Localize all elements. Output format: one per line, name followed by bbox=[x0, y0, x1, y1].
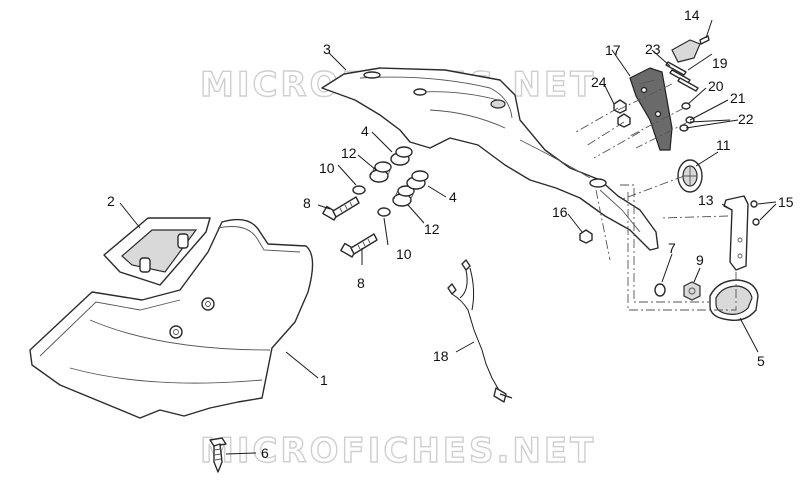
part-3-rear-fender bbox=[321, 67, 659, 251]
callout-23: 23 bbox=[645, 41, 661, 57]
washer-icon bbox=[654, 283, 666, 297]
callout-17: 17 bbox=[605, 42, 621, 58]
screw-icon bbox=[665, 61, 687, 76]
grommet-icon bbox=[390, 146, 413, 166]
grommet-icon bbox=[369, 161, 392, 183]
callout-8-lower: 8 bbox=[357, 275, 365, 291]
callout-12-upper: 12 bbox=[341, 145, 357, 161]
callout-24: 24 bbox=[591, 74, 607, 90]
callout-19: 19 bbox=[712, 55, 728, 71]
callout-20: 20 bbox=[708, 78, 724, 94]
part-11-round-reflector bbox=[677, 159, 703, 193]
screw-icon bbox=[322, 196, 360, 221]
callout-10-lower: 10 bbox=[396, 246, 412, 262]
watermark-bottom: MICROFICHES.NET bbox=[200, 431, 596, 471]
callout-13: 13 bbox=[698, 192, 714, 208]
callout-11: 11 bbox=[716, 137, 731, 153]
screw-icon bbox=[340, 233, 378, 258]
callout-4-lower: 4 bbox=[449, 189, 457, 205]
part-reflector bbox=[671, 39, 701, 63]
callout-21: 21 bbox=[730, 90, 746, 106]
assembly-lines bbox=[575, 83, 737, 311]
callout-10-upper: 10 bbox=[319, 160, 335, 176]
callout-1: 1 bbox=[320, 372, 328, 388]
part-1-undertray bbox=[29, 218, 314, 419]
callout-14: 14 bbox=[684, 7, 700, 23]
callout-7: 7 bbox=[668, 240, 676, 256]
screw-icon bbox=[677, 77, 699, 92]
washer-icon bbox=[377, 207, 391, 217]
callout-2: 2 bbox=[107, 193, 115, 209]
screw-icon bbox=[699, 35, 710, 45]
washer-icon bbox=[681, 102, 691, 110]
callout-5: 5 bbox=[757, 353, 765, 369]
callout-15: 15 bbox=[778, 194, 794, 210]
part-5-tail-light bbox=[709, 279, 759, 321]
grommet-icon bbox=[406, 170, 429, 190]
nut-icon bbox=[579, 229, 593, 244]
nut-icon bbox=[683, 281, 701, 301]
washer-icon bbox=[352, 185, 366, 195]
callout-labels: 3 2 1 6 4 4 10 10 8 8 12 12 17 24 23 19 … bbox=[107, 7, 794, 461]
grommet-icon bbox=[392, 185, 415, 207]
callout-3: 3 bbox=[323, 41, 331, 57]
callout-4-upper: 4 bbox=[361, 123, 369, 139]
callout-8-upper: 8 bbox=[303, 195, 311, 211]
callout-12-lower: 12 bbox=[424, 221, 440, 237]
screw-icon bbox=[209, 437, 227, 473]
screw-icon bbox=[752, 218, 760, 226]
part-17-light-bracket bbox=[629, 67, 673, 151]
screw-icon bbox=[750, 200, 758, 208]
nut-icon bbox=[613, 99, 627, 114]
callout-9: 9 bbox=[696, 252, 704, 268]
callout-6: 6 bbox=[261, 445, 269, 461]
leader-lines bbox=[119, 19, 777, 455]
callout-18: 18 bbox=[433, 348, 449, 364]
callout-22: 22 bbox=[738, 111, 754, 127]
part-18-wiring-harness bbox=[447, 259, 513, 403]
callout-16: 16 bbox=[552, 204, 568, 220]
part-2-plate-bracket bbox=[103, 217, 211, 286]
